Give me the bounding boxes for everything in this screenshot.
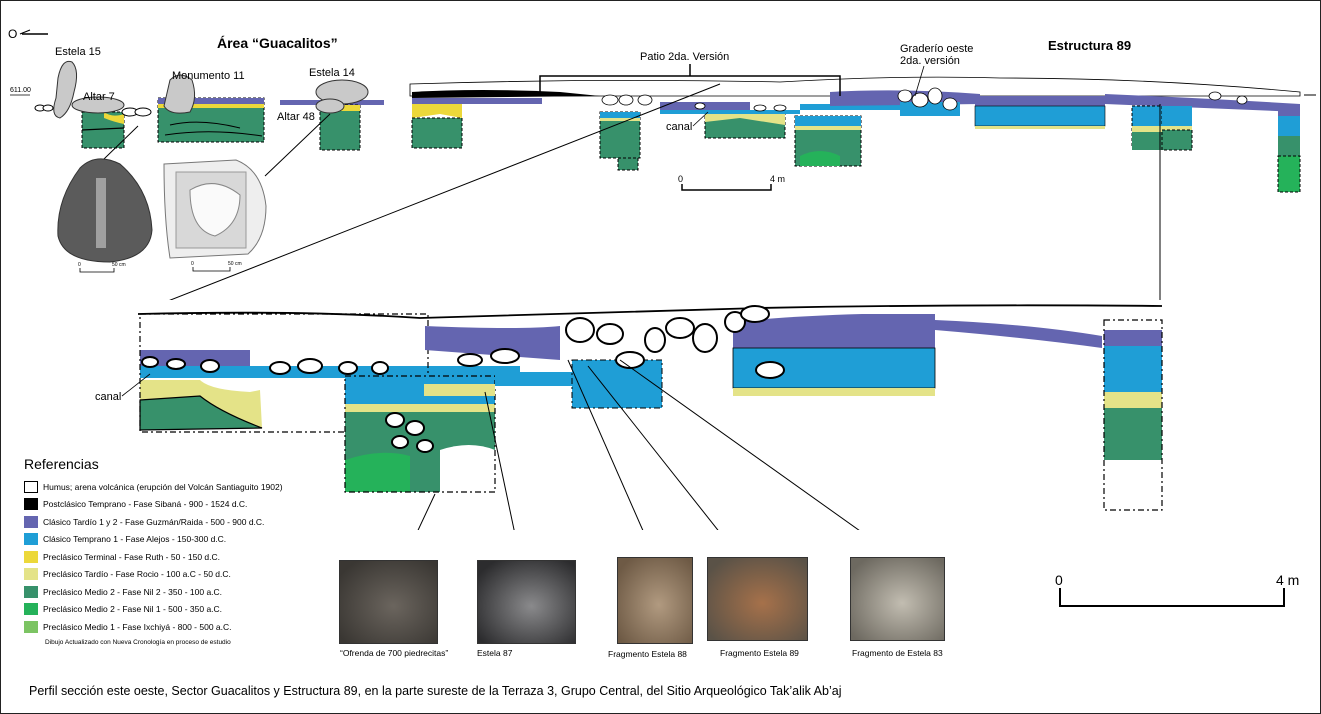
area-title: Área “Guacalitos” <box>217 35 338 51</box>
leader-line <box>264 113 331 177</box>
legend-item: Preclásico Terminal - Fase Ruth - 50 - 1… <box>24 548 283 566</box>
projection-line-left <box>169 83 721 300</box>
detail-profile: canal <box>95 304 1163 530</box>
legend-label: Clásico Temprano 1 - Fase Alejos - 150-3… <box>43 534 227 545</box>
photo-caption: Estela 87 <box>477 648 513 658</box>
legend-swatch <box>24 498 38 511</box>
legend-label: Preclásico Medio 1 - Fase Ixchiyá - 800 … <box>43 621 232 632</box>
svg-text:4 m: 4 m <box>1276 572 1299 588</box>
legend-note: Dibujo Actualizado con Nueva Cronología … <box>45 638 231 646</box>
label-altar7: Altar 7 <box>83 91 115 103</box>
label-altar48: Altar 48 <box>277 111 315 123</box>
legend-item: Clásico Temprano 1 - Fase Alejos - 150-3… <box>24 531 283 549</box>
label-estela15: Estela 15 <box>55 46 101 58</box>
label-patio: Patio 2da. Versión <box>640 51 729 63</box>
label-monumento11: Monumento 11 <box>172 70 245 82</box>
artifact-photo <box>850 557 945 641</box>
svg-text:0: 0 <box>678 174 683 184</box>
legend-label: Postclásico Temprano - Fase Sibaná - 900… <box>43 499 248 510</box>
legend-item: Postclásico Temprano - Fase Sibaná - 900… <box>24 496 283 514</box>
legend-label: Preclásico Medio 2 - Fase Nil 2 - 350 - … <box>43 586 223 597</box>
svg-text:50 cm: 50 cm <box>228 261 242 267</box>
photo-caption: Fragmento Estela 88 <box>608 649 687 659</box>
elevation-label: 611.00 <box>10 87 31 94</box>
legend: Referencias Humus; arena volcánica (erup… <box>24 456 283 646</box>
stone-estela15 <box>34 60 152 119</box>
photo-caption: Fragmento Estela 89 <box>720 648 799 658</box>
structure-title: Estructura 89 <box>1048 38 1131 53</box>
top-scale-bar: 0 4 m <box>678 174 785 191</box>
pit-monumento11 <box>157 74 265 143</box>
legend-item: Preclásico Medio 1 - Fase Ixchiyá - 800 … <box>24 618 283 636</box>
photo-caption: Fragmento de Estela 83 <box>852 648 943 658</box>
photo-caption: “Ofrenda de 700 piedrecitas” <box>340 648 449 658</box>
north-arrow-icon <box>19 29 48 35</box>
legend-title: Referencias <box>24 456 99 472</box>
artifact-photo <box>617 557 693 644</box>
monument-drawing-monumento11 <box>163 159 267 259</box>
label-graderio-2: 2da. versión <box>900 55 960 67</box>
svg-text:0: 0 <box>78 262 81 268</box>
legend-swatch <box>24 533 38 546</box>
top-profile: O 611.00 Estela 15 Altar 7 Monumento 11 … <box>8 27 1316 300</box>
figure-caption: Perfil sección este oeste, Sector Guacal… <box>29 684 842 698</box>
legend-label: Preclásico Tardío - Fase Rocio - 100 a.C… <box>43 569 231 580</box>
surface-line <box>137 304 1163 319</box>
svg-text:0: 0 <box>1055 572 1063 588</box>
north-arrow-label: O <box>8 27 17 41</box>
legend-label: Humus; arena volcánica (erupción del Vol… <box>43 481 283 492</box>
humus-layer <box>409 76 1301 97</box>
legend-swatch <box>24 620 38 633</box>
label-canal-detail: canal <box>95 391 121 403</box>
legend-item: Preclásico Medio 2 - Fase Nil 1 - 500 - … <box>24 601 283 619</box>
artifact-photo <box>339 560 438 644</box>
legend-item: Clásico Tardío 1 y 2 - Fase Guzmán/Raida… <box>24 513 283 531</box>
monument-drawing-estela15 <box>57 158 153 263</box>
artifact-photo <box>477 560 576 644</box>
legend-swatch <box>24 515 38 528</box>
artifact-photo <box>707 557 808 641</box>
monument-scale-2: 0 50 cm <box>191 261 242 272</box>
legend-label: Clásico Tardío 1 y 2 - Fase Guzmán/Raida… <box>43 516 265 527</box>
legend-item: Preclásico Tardío - Fase Rocio - 100 a.C… <box>24 566 283 584</box>
svg-text:0: 0 <box>191 261 194 267</box>
svg-text:4 m: 4 m <box>770 174 785 184</box>
legend-item: Preclásico Medio 2 - Fase Nil 2 - 350 - … <box>24 583 283 601</box>
label-estela14: Estela 14 <box>309 67 355 79</box>
label-graderio-1: Graderío oeste <box>900 43 973 55</box>
legend-label: Preclásico Medio 2 - Fase Nil 1 - 500 - … <box>43 604 223 615</box>
legend-swatch <box>24 603 38 616</box>
svg-text:50 cm: 50 cm <box>112 262 126 268</box>
stones-top <box>601 87 1248 112</box>
legend-item: Humus; arena volcánica (erupción del Vol… <box>24 478 283 496</box>
legend-swatch <box>24 480 38 493</box>
legend-label: Preclásico Terminal - Fase Ruth - 50 - 1… <box>43 551 220 562</box>
stones-detail <box>141 305 785 453</box>
postclasico-layer <box>412 90 600 98</box>
monument-scale-1: 0 50 cm <box>78 262 126 273</box>
pit-estela15 <box>81 111 125 149</box>
photo-leader-lines <box>417 359 860 530</box>
legend-swatch <box>24 550 38 563</box>
legend-swatch <box>24 585 38 598</box>
detail-scale-bar: 0 4 m <box>1055 572 1299 607</box>
pit-estela14 <box>280 79 384 151</box>
label-canal-top: canal <box>666 121 692 133</box>
legend-swatch <box>24 568 38 581</box>
